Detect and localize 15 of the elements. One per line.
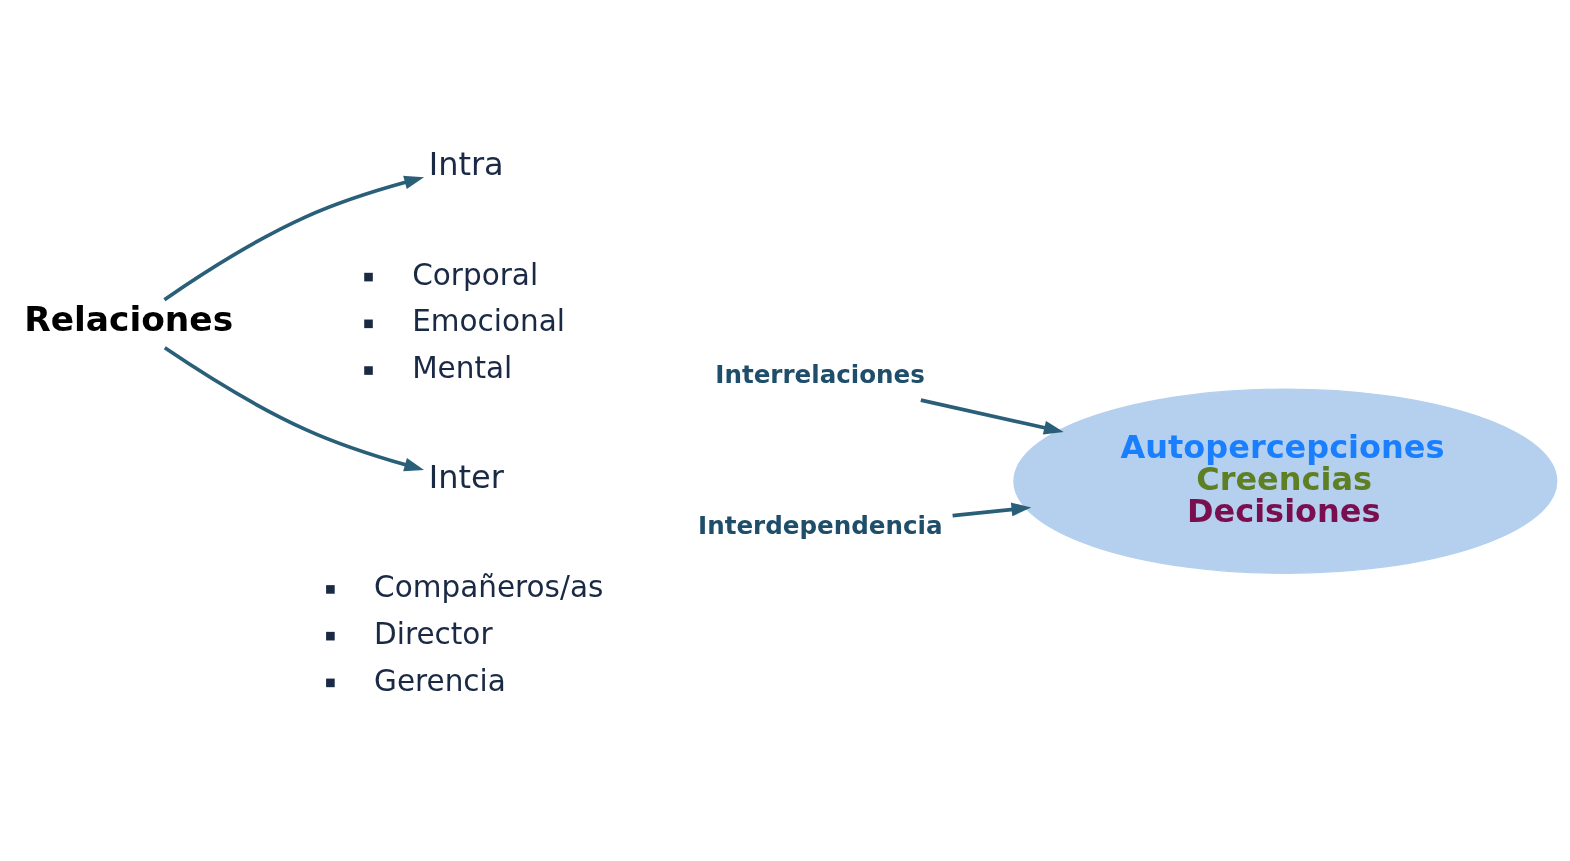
node-label: Gerencia: [373, 663, 506, 698]
node-label: Mental: [411, 351, 512, 386]
node-label: Corporal: [411, 257, 538, 292]
node-text: Relaciones: [23, 299, 233, 340]
node-text: Inter: [428, 457, 504, 496]
arrow: [163, 346, 424, 472]
arrow: [919, 398, 1064, 435]
node-label: Emocional: [411, 304, 565, 339]
node-label: Compañeros/as: [373, 570, 603, 605]
node-text: Intra: [428, 145, 504, 184]
arrow: [162, 175, 424, 302]
node-label: Director: [373, 616, 493, 651]
arrow: [951, 502, 1031, 518]
node-text: Interrelaciones: [714, 359, 925, 389]
node-text: Interdependencia: [697, 511, 943, 541]
